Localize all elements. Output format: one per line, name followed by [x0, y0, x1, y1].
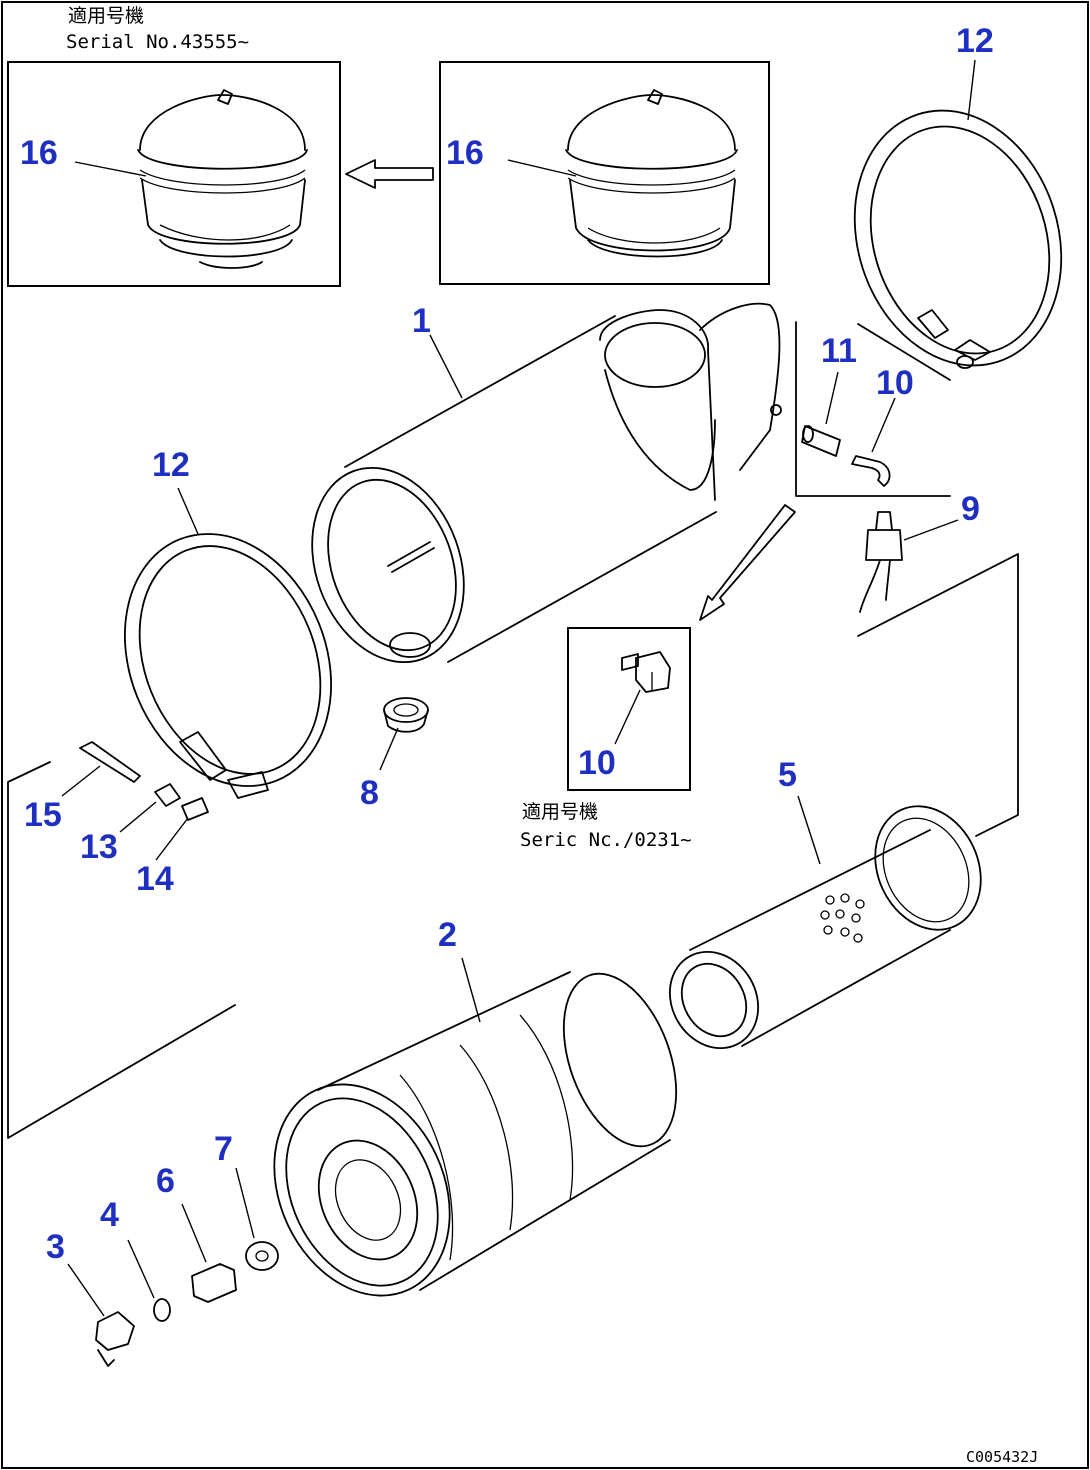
serial-note-number-mid: Seric Nc./0231~ [520, 829, 692, 851]
element-bracket-left [7, 761, 236, 1139]
callout-10-top: 10 [876, 364, 914, 402]
clamp-band-left [124, 487, 332, 799]
callout-5: 5 [778, 756, 797, 794]
evacuator-valve-8 [379, 697, 429, 771]
inset-elbow-10 [567, 627, 691, 791]
outer-element-2 [273, 957, 678, 1297]
washer-7 [235, 1167, 279, 1271]
replacement-arrow [345, 159, 434, 189]
callout-12-right: 12 [956, 22, 994, 60]
callout-14: 14 [136, 860, 174, 898]
serial-note-title-mid: 適用号機 [522, 801, 598, 823]
bolt-15 [61, 741, 141, 797]
callout-15: 15 [24, 796, 62, 834]
callout-4: 4 [100, 1196, 119, 1234]
serial-note-number: Serial No.43555~ [66, 31, 249, 53]
spacer-14 [155, 797, 209, 861]
air-cleaner-body-1 [311, 302, 782, 664]
callout-12-left: 12 [152, 446, 190, 484]
o-ring-4 [127, 1239, 171, 1322]
callout-11: 11 [821, 332, 857, 370]
callout-1: 1 [412, 302, 431, 340]
detail-arrow [699, 504, 796, 621]
drawing-code: C005432J [966, 1448, 1038, 1466]
serial-note-title: 適用号機 [68, 5, 144, 27]
callout-2: 2 [438, 916, 457, 954]
callout-6: 6 [156, 1162, 175, 1200]
callout-3: 3 [46, 1228, 65, 1266]
inner-element-5 [668, 795, 982, 1050]
inset-cap-new [7, 61, 341, 287]
callout-10-box: 10 [578, 744, 616, 782]
callout-16-right: 16 [446, 134, 484, 172]
detail-bracket [795, 321, 951, 497]
wing-bolt-3 [67, 1263, 135, 1367]
callout-9: 9 [961, 490, 980, 528]
elbow-10-top [851, 397, 896, 487]
callout-8: 8 [360, 774, 379, 812]
dust-indicator-9 [859, 511, 959, 613]
callout-16-left: 16 [20, 134, 58, 172]
wing-nut-6 [181, 1203, 237, 1303]
nut-13 [119, 783, 181, 833]
inset-cap-old [439, 61, 770, 285]
callout-13: 13 [80, 828, 118, 866]
fitting-11 [801, 371, 841, 457]
callout-7: 7 [214, 1130, 233, 1168]
clamp-band-right [853, 59, 1063, 369]
element-bracket-right [857, 553, 1019, 837]
